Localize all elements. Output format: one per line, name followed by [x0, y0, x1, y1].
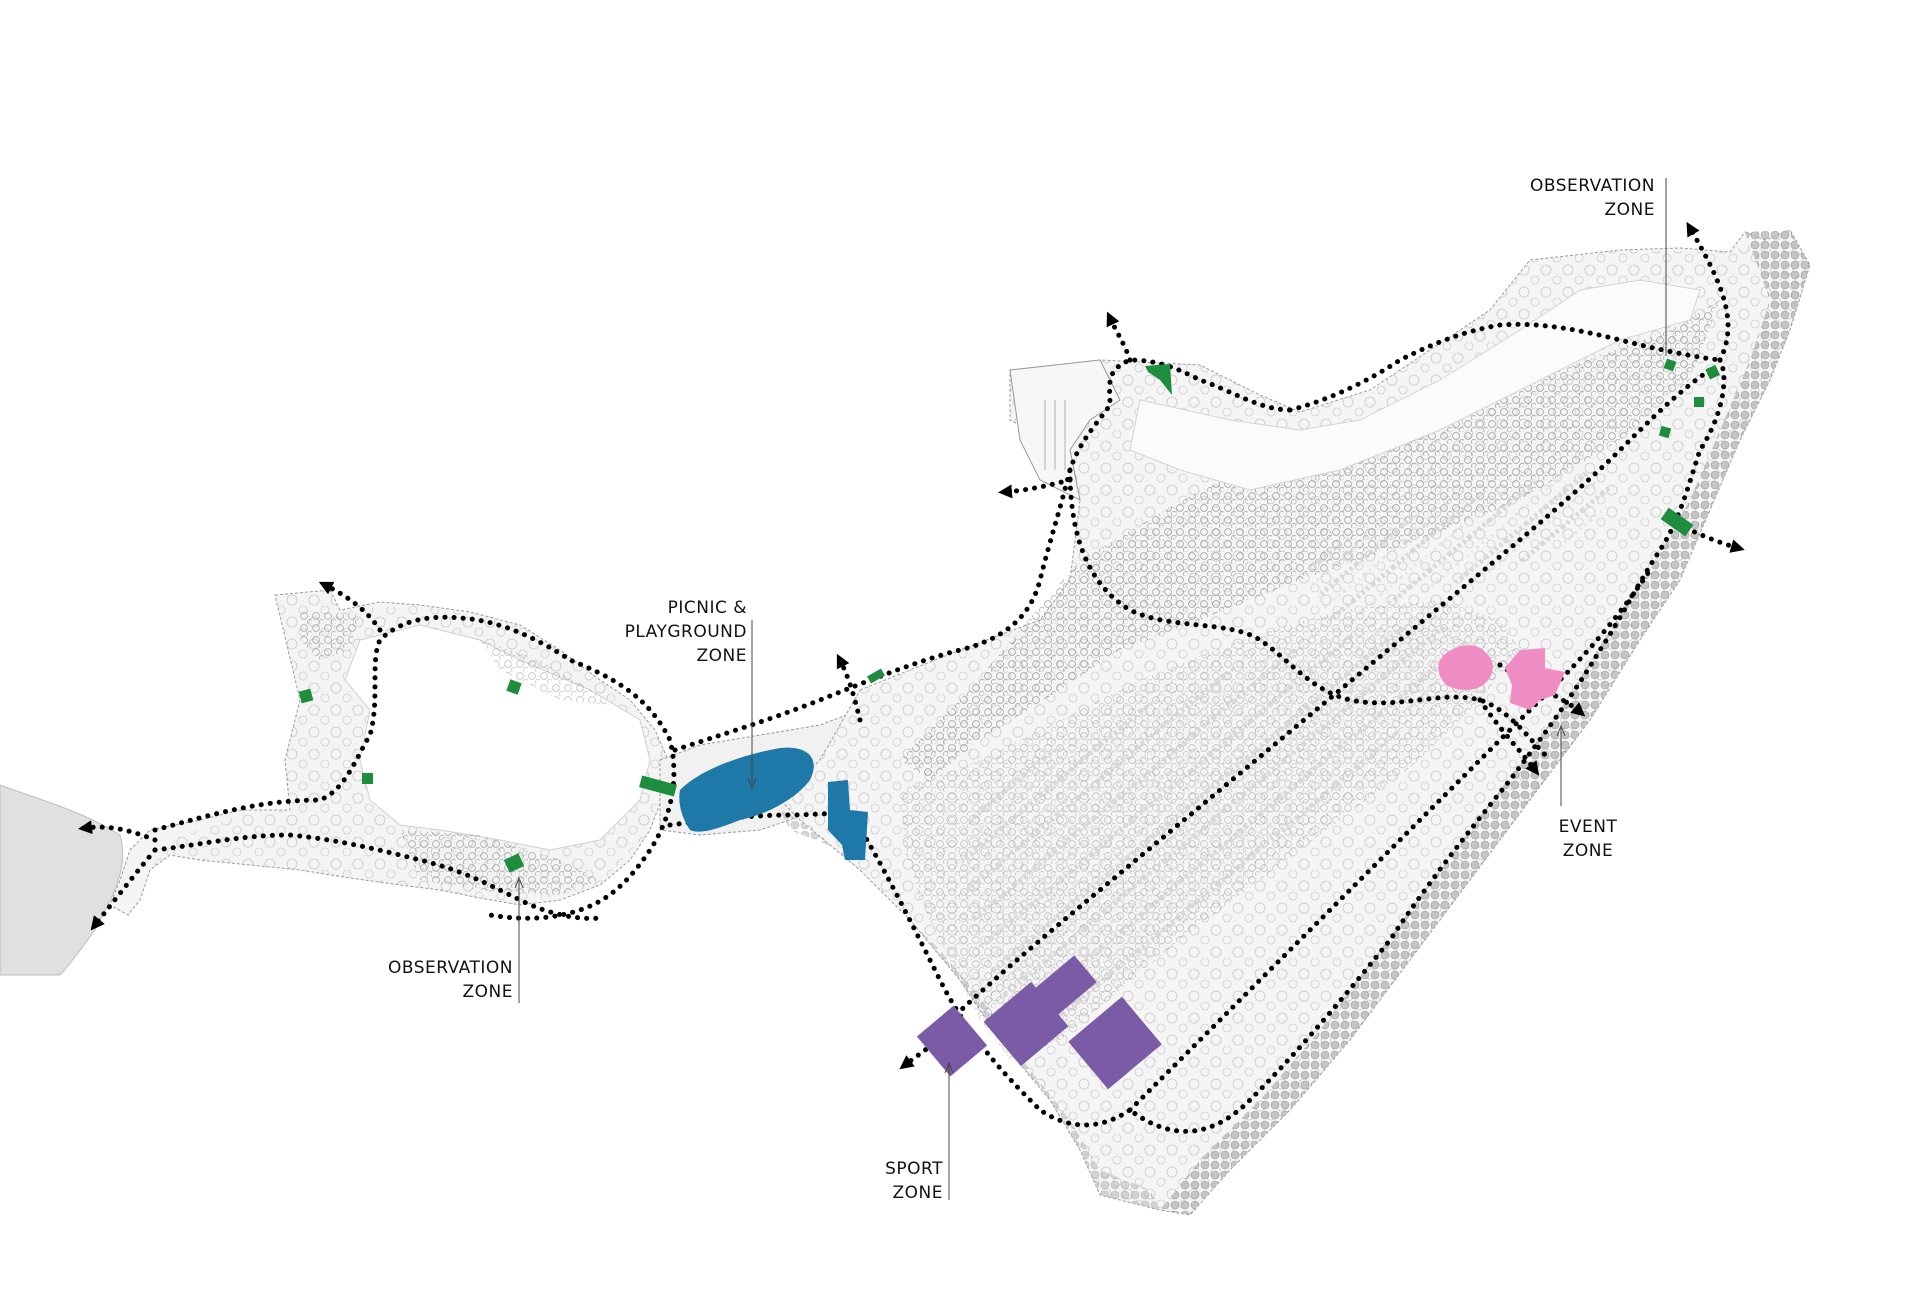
path-west-south [152, 832, 603, 921]
label-picnic-line1: PICNIC & [667, 598, 747, 618]
path-connector-north [672, 357, 1293, 753]
observation-zones [298, 358, 1720, 873]
path-connector-south [667, 811, 1133, 1128]
observation-marker-ne1 [1663, 358, 1677, 372]
observation-marker-n1 [1145, 364, 1172, 395]
label-observation-zone-sw: OBSERVATION ZONE [355, 956, 513, 1004]
north-clearing [1129, 279, 1701, 491]
label-event-line1: EVENT [1558, 817, 1618, 837]
observation-marker-e1 [1660, 507, 1694, 537]
tree-cluster-west-north [300, 610, 360, 660]
leader-arrowhead-event [1556, 724, 1566, 737]
path-main-exit-ne [1686, 221, 1731, 363]
observation-marker-w5 [639, 775, 677, 797]
tree-cluster-west-east [480, 640, 610, 705]
leader-arrowhead-sport [944, 1061, 954, 1074]
path-main-exit-se2 [1477, 697, 1540, 776]
observation-marker-ne3 [1694, 397, 1704, 407]
label-sport-line1: SPORT [885, 1159, 943, 1179]
label-observation-sw-line1: OBSERVATION [387, 958, 513, 978]
path-main-north [1287, 321, 1723, 413]
event-stage [1438, 645, 1493, 690]
path-west-exit-w [78, 820, 158, 843]
sport-court-3 [1029, 955, 1097, 1020]
path-west-north [152, 614, 677, 921]
picnic-playground-zone [679, 747, 868, 860]
path-main-diagonal-2 [927, 367, 1713, 1043]
observation-marker-c1 [867, 668, 885, 684]
observation-marker-w4 [503, 853, 525, 873]
leader-arrowhead-picnic [747, 777, 757, 790]
path-main-meander [1067, 467, 1553, 763]
label-event-line2: ZONE [1562, 841, 1614, 861]
event-plaza [1505, 648, 1565, 710]
leader-arrowhead-sw [514, 876, 524, 889]
path-main-exit-e [1667, 517, 1745, 553]
path-main-diagonal-1 [1127, 567, 1653, 1113]
label-observation-zone-ne: OBSERVATION ZONE [1500, 174, 1655, 222]
sport-zone-courts [916, 955, 1162, 1090]
observation-marker-ne2 [1705, 364, 1720, 380]
circulation-paths [78, 221, 1745, 1134]
path-main-exit-n1 [1106, 311, 1133, 363]
picnic-area-main [679, 747, 814, 832]
path-west-exit-sw [90, 847, 158, 931]
orchard-field [960, 620, 1470, 1040]
observation-marker-w3 [506, 679, 522, 695]
observation-marker-w2 [362, 773, 373, 784]
observation-marker-ne4 [1658, 425, 1672, 439]
tree-cluster-west-south [400, 830, 600, 895]
water-body [0, 784, 124, 976]
label-picnic-line3: ZONE [696, 646, 747, 666]
label-leaders [514, 178, 1667, 1200]
parking-stalls [1044, 400, 1066, 470]
label-observation-ne-line1: OBSERVATION [1529, 176, 1655, 196]
label-observation-sw-line2: ZONE [462, 982, 513, 1002]
label-picnic-line2: PLAYGROUND [624, 622, 747, 642]
label-picnic-playground-zone: PICNIC & PLAYGROUND ZONE [610, 596, 747, 668]
label-sport-zone: SPORT ZONE [860, 1157, 943, 1205]
label-event-zone: EVENT ZONE [1548, 815, 1628, 863]
playground-area [828, 780, 868, 860]
event-zone [1438, 645, 1565, 710]
sport-court-1 [916, 1005, 988, 1077]
sport-court-4 [1068, 996, 1162, 1090]
label-sport-line2: ZONE [892, 1183, 943, 1203]
orchard-field-north [1300, 470, 1620, 620]
path-west-exit-nw [318, 581, 383, 633]
dense-forest-band [900, 300, 1720, 780]
observation-marker-w1 [298, 688, 314, 704]
label-observation-ne-line2: ZONE [1604, 200, 1655, 220]
